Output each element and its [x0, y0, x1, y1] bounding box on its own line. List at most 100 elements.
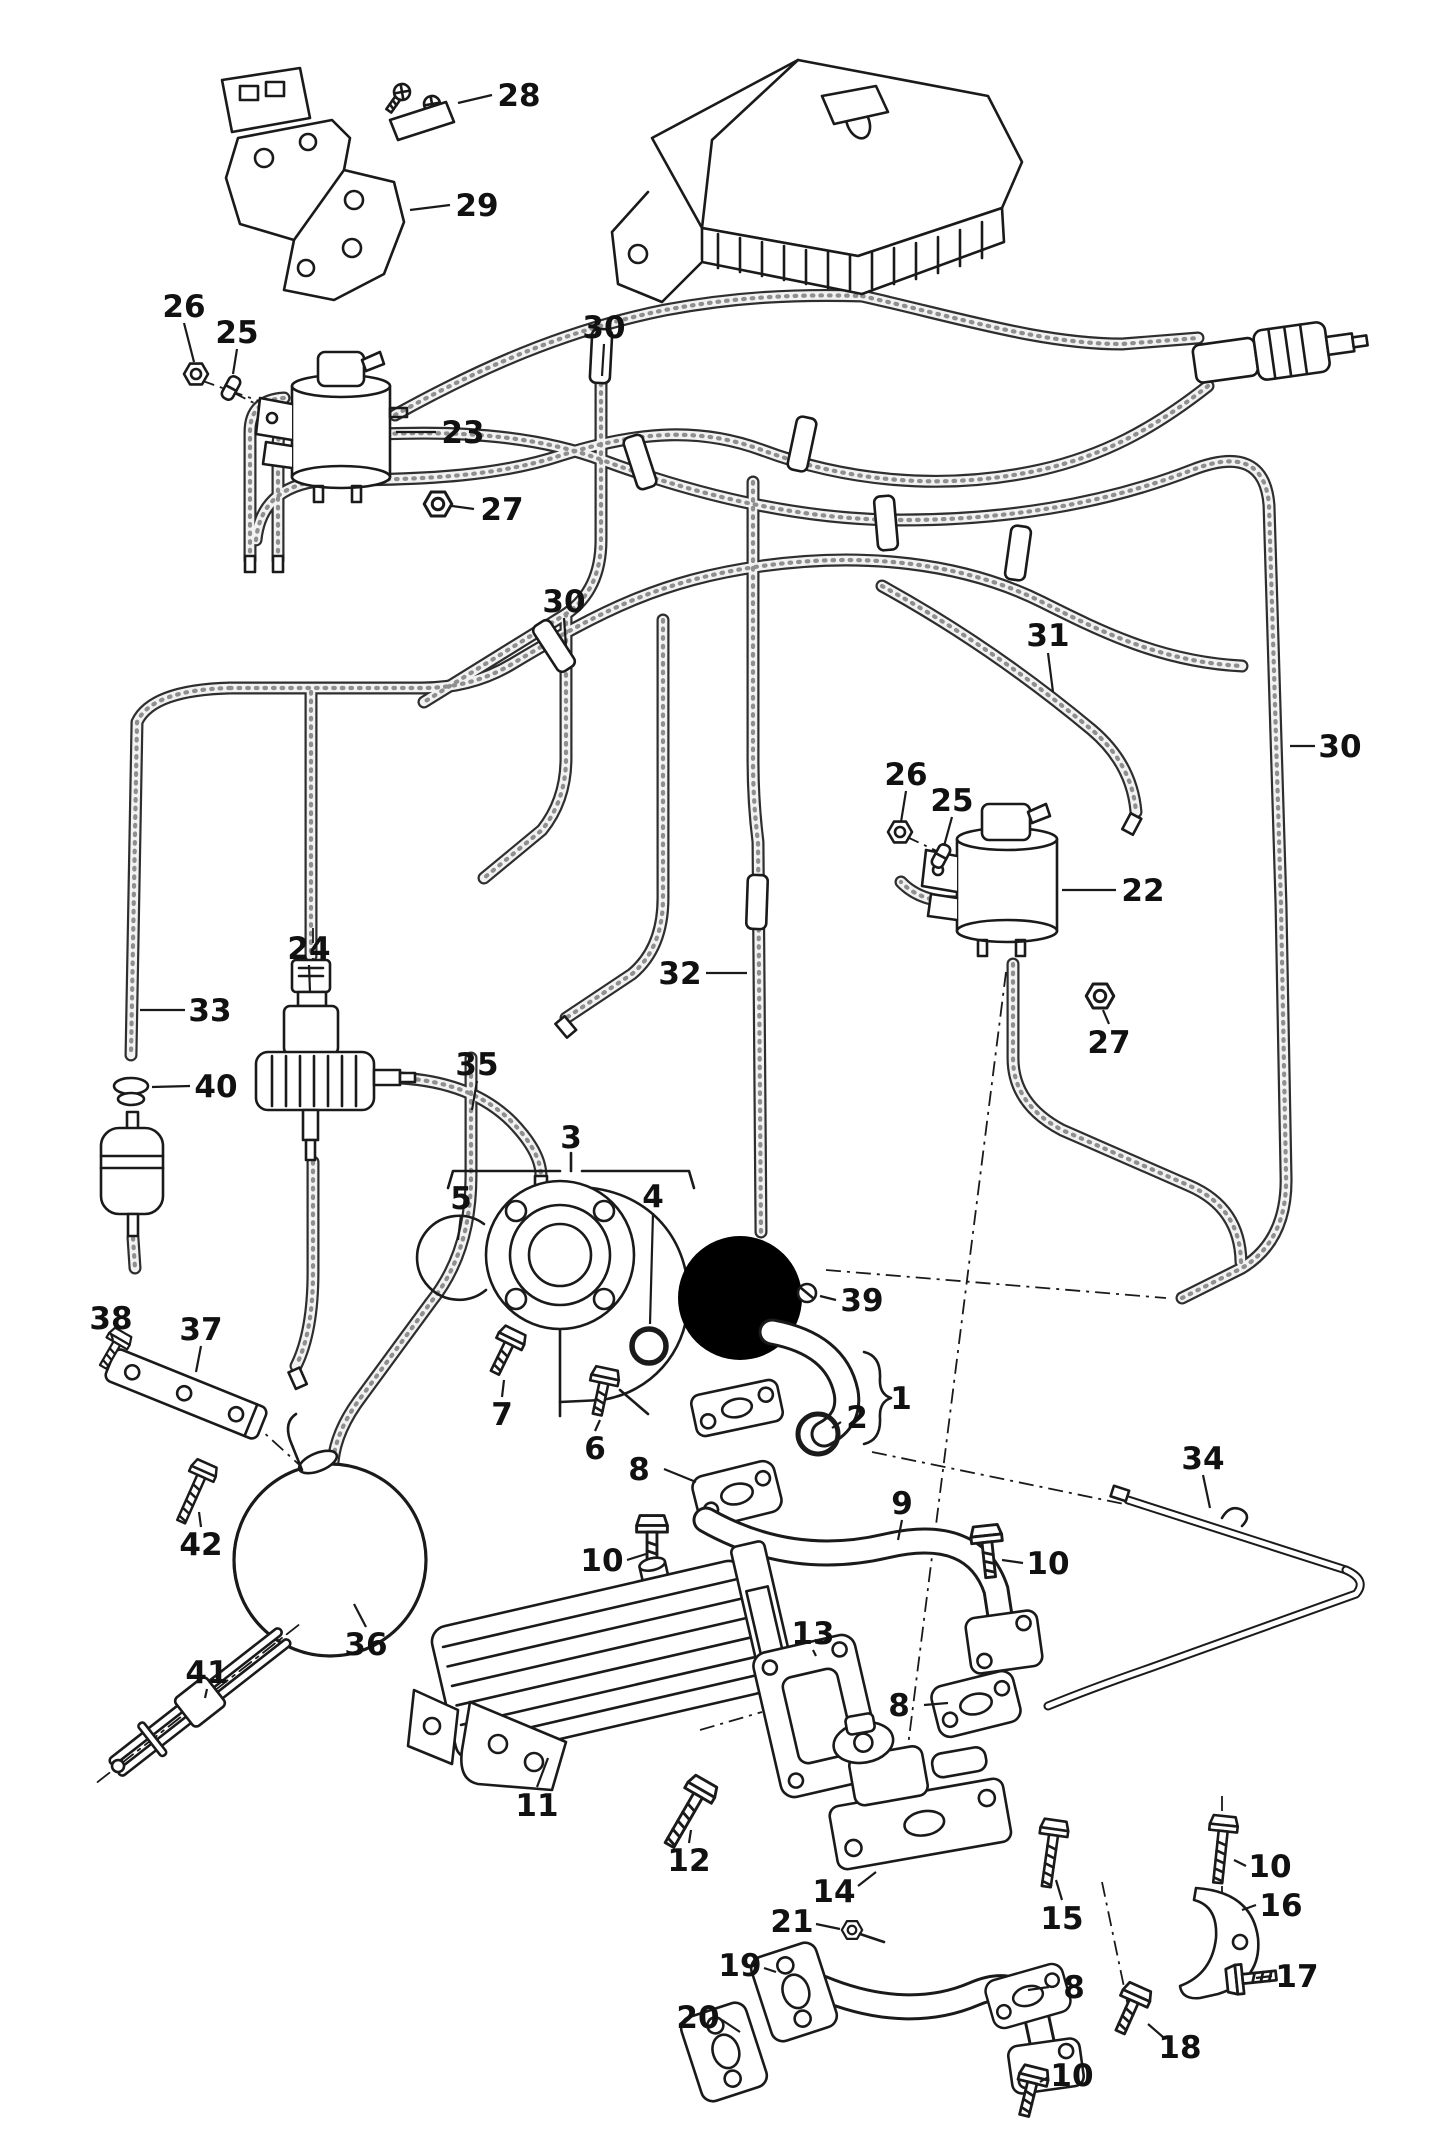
nut-27-right	[1084, 982, 1116, 1010]
bolt-42	[167, 1456, 221, 1529]
callout-leader-30	[562, 617, 568, 647]
callout-13: 13	[791, 1616, 834, 1652]
solenoid-valve-22	[920, 802, 1059, 958]
rod-41	[96, 1621, 304, 1783]
callout-leader-14	[857, 1871, 877, 1887]
hose-nipple	[243, 554, 257, 574]
callout-leader-42	[197, 1511, 203, 1528]
screw-7	[481, 1322, 530, 1381]
damper-canister	[99, 1110, 165, 1238]
callout-28: 28	[497, 78, 540, 114]
screw-icon	[380, 79, 415, 117]
callout-leader-29	[409, 203, 451, 212]
callout-leader-35	[470, 1080, 479, 1111]
egr-valve-14	[828, 1712, 1013, 1871]
callout-leader-8	[1027, 1985, 1050, 1992]
callout-leader-27	[451, 504, 475, 511]
bushing-25-left	[218, 373, 244, 403]
callout-27: 27	[480, 492, 523, 528]
vacuum-hose	[566, 620, 663, 1018]
callout-18: 18	[1158, 2030, 1201, 2066]
grommet-40	[112, 1076, 150, 1107]
callout-7: 7	[491, 1397, 513, 1433]
callout-33: 33	[188, 993, 231, 1029]
callout-29: 29	[455, 188, 498, 224]
flange-19	[749, 1941, 839, 2043]
changeover-valve-24	[254, 958, 417, 1162]
callout-8: 8	[888, 1688, 910, 1724]
hose-nipple	[554, 1014, 578, 1039]
callout-26: 26	[884, 757, 927, 793]
callout-10: 10	[1050, 2058, 1093, 2094]
callout-leader-24	[307, 964, 312, 993]
callout-26: 26	[162, 289, 205, 325]
downpipe-group	[679, 1920, 1085, 2121]
nut-27-left	[422, 490, 454, 518]
callout-leader-25	[231, 348, 239, 375]
callout-6: 6	[584, 1431, 606, 1467]
callout-leader-38	[109, 1333, 115, 1341]
callout-2: 2	[846, 1400, 868, 1436]
callout-11: 11	[515, 1788, 558, 1824]
callout-15: 15	[1040, 1901, 1083, 1937]
callout-37: 37	[179, 1312, 222, 1348]
mounting-bracket-29	[220, 66, 406, 302]
vacuum-hose	[296, 1162, 313, 1366]
callout-leader-11	[535, 1757, 550, 1788]
callout-leader-6	[593, 1419, 602, 1432]
callout-leader-19	[763, 1966, 777, 1974]
callout-leader-34	[1201, 1474, 1212, 1509]
hose-nipple	[1120, 811, 1143, 837]
callout-leader-16	[1241, 1903, 1257, 1912]
solenoid-valve-23	[254, 350, 409, 504]
callout-5: 5	[450, 1181, 472, 1217]
nut-26-left	[182, 362, 210, 386]
callout-leader-28	[457, 93, 493, 105]
callout-16: 16	[1259, 1888, 1302, 1924]
callout-leader-17	[1255, 1974, 1273, 1980]
callout-leader-20	[721, 2019, 741, 2033]
callout-10: 10	[1248, 1849, 1291, 1885]
callout-leader-8	[663, 1467, 697, 1484]
hose-clamp	[1003, 523, 1033, 583]
callout-22: 22	[1121, 873, 1164, 909]
callout-20: 20	[676, 2000, 719, 2036]
callout-leader-27	[1101, 1009, 1111, 1025]
throttle-body-group	[415, 1151, 696, 1419]
callout-leader-12	[687, 1829, 693, 1844]
callout-12: 12	[667, 1843, 710, 1879]
rail-37-group	[91, 1325, 268, 1529]
callout-leader-26	[182, 322, 196, 363]
callout-1: 1	[890, 1381, 912, 1417]
callout-19: 19	[718, 1948, 761, 1984]
vacuum-hose	[1013, 964, 1241, 1262]
hose-nipple	[271, 554, 285, 574]
o-ring-2	[795, 1411, 841, 1457]
flange-20	[679, 2001, 769, 2103]
hose-clamp	[872, 493, 900, 553]
vacuum-pipe-34	[1043, 1484, 1365, 1711]
stud-21	[840, 1920, 864, 1940]
callout-27: 27	[1087, 1025, 1130, 1061]
callout-40: 40	[194, 1069, 237, 1105]
callout-leader-10	[626, 1552, 647, 1562]
callout-30: 30	[542, 584, 585, 620]
callout-34: 34	[1181, 1441, 1224, 1477]
callout-17: 17	[1275, 1959, 1318, 1995]
callout-21: 21	[770, 1904, 813, 1940]
vacuum-hose	[230, 560, 1242, 688]
callout-labels: 2829262523273030313026252227243233354035…	[89, 78, 1361, 2094]
gasket-8-c	[981, 1960, 1075, 2032]
hose-clamp	[744, 873, 770, 931]
callout-10: 10	[1026, 1546, 1069, 1582]
callout-leader-9	[896, 1519, 904, 1541]
bolt-18	[1105, 1979, 1156, 2040]
nut-26-right	[886, 820, 914, 844]
callout-3: 3	[560, 1120, 582, 1156]
callout-leader-10	[1233, 1859, 1247, 1867]
callout-leader-30	[600, 343, 606, 377]
callout-31: 31	[1026, 618, 1069, 654]
o-ring-4	[629, 1326, 669, 1366]
callout-leader-31	[1046, 652, 1055, 693]
brace-1	[862, 1350, 893, 1446]
